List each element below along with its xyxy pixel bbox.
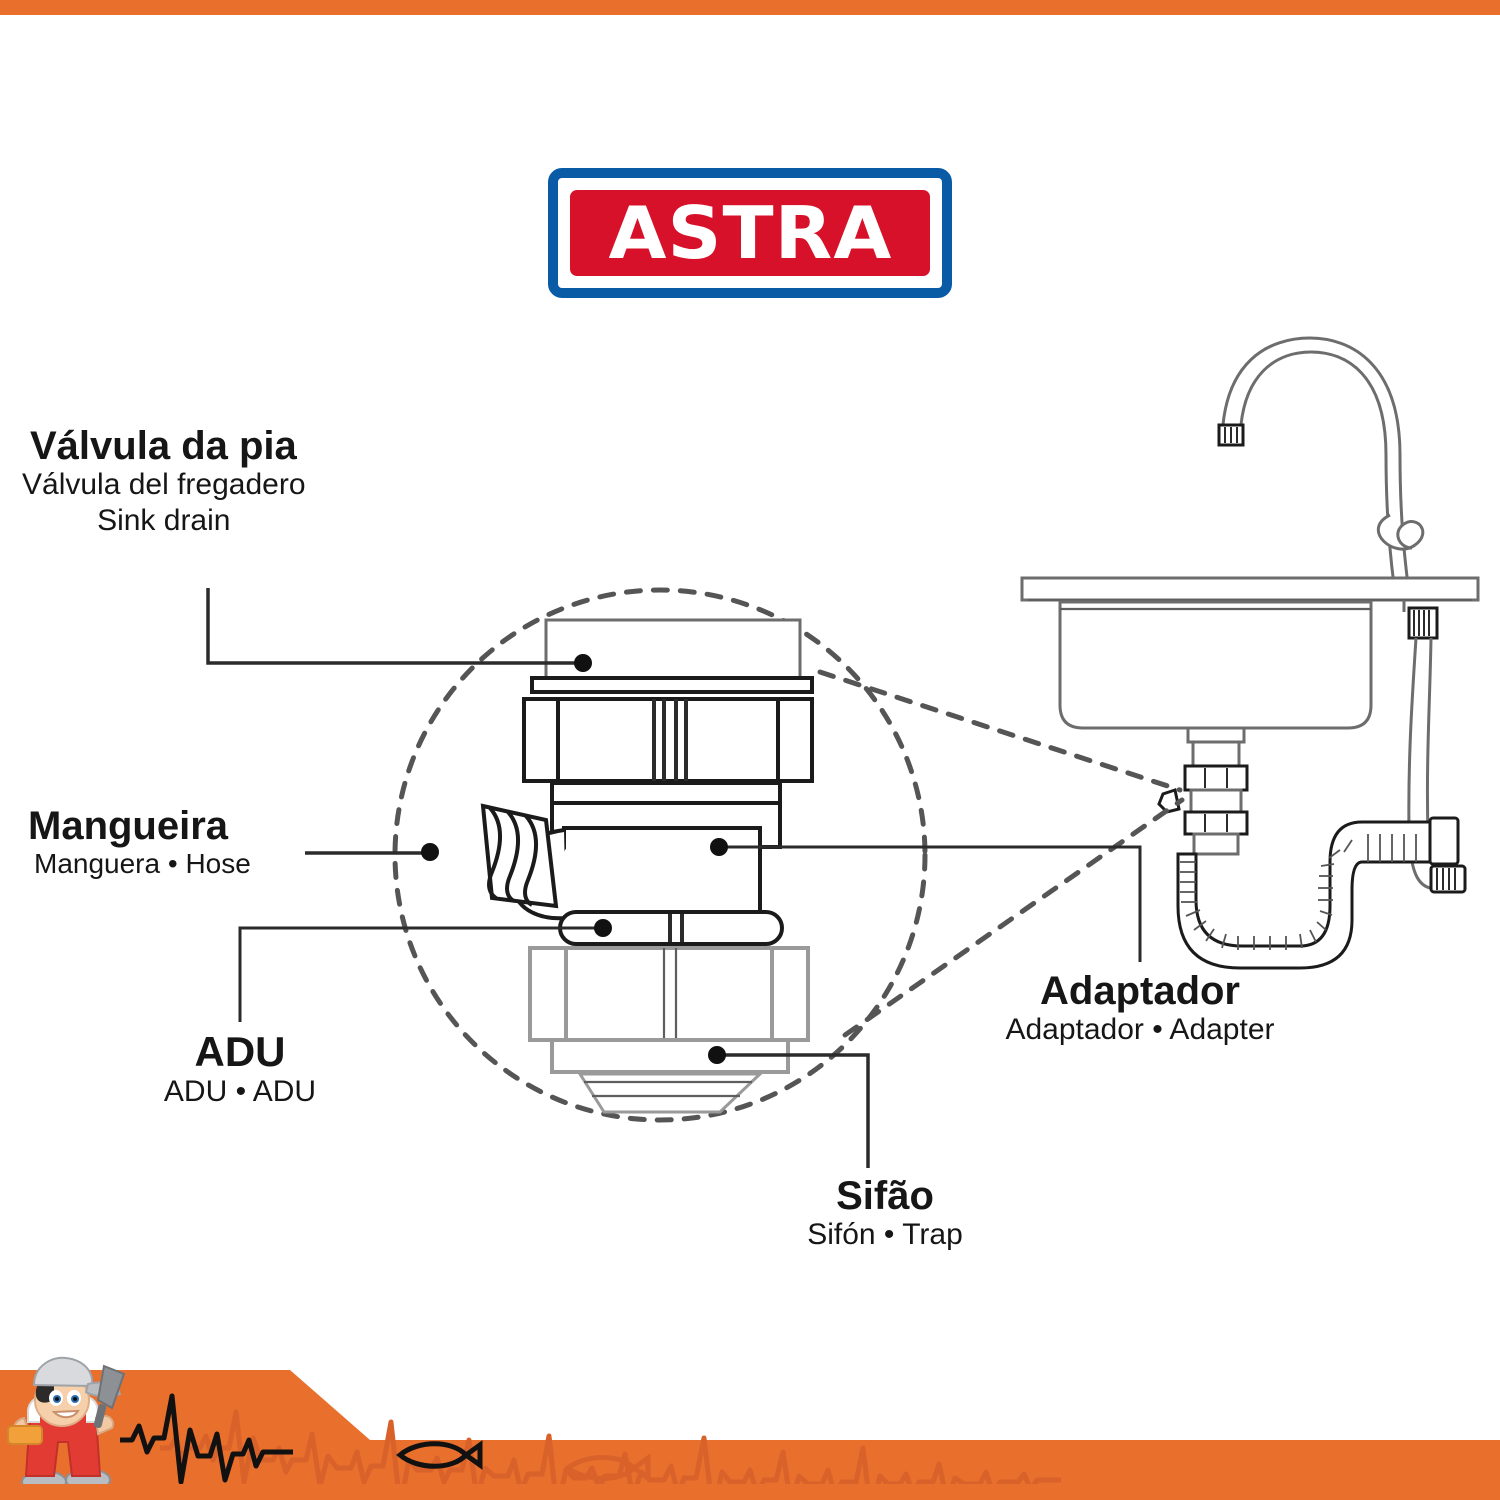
- part-sink-drain-valve: [530, 618, 814, 694]
- logo-inner-panel: ASTRA: [570, 190, 930, 276]
- leader-lines: [206, 588, 1142, 1168]
- label-sink-drain-en: Sink drain: [97, 504, 231, 537]
- footer-banner: [0, 1356, 1500, 1500]
- leader-adapter: [710, 838, 1142, 962]
- label-trap: Sifão Sifón • Trap: [740, 1175, 1030, 1253]
- bottom-accent-bar: [0, 1484, 1500, 1500]
- leader-sink-drain: [206, 588, 592, 672]
- label-trap-sub: Sifón • Trap: [807, 1218, 963, 1251]
- sink-illustration: [1020, 336, 1480, 894]
- label-adapter-sub: Adaptador • Adapter: [1005, 1013, 1275, 1046]
- label-adapter: Adaptador Adaptador • Adapter: [930, 970, 1350, 1048]
- label-hose: Mangueira Manguera • Hose: [28, 805, 251, 881]
- magnifier-connector-lines: [817, 669, 1185, 1038]
- label-adapter-pt: Adaptador: [1040, 969, 1240, 1013]
- logo-wordmark: ASTRA: [608, 191, 892, 275]
- label-adu: ADU ADU • ADU: [120, 1028, 360, 1110]
- label-hose-sub: Manguera • Hose: [34, 848, 251, 879]
- footer-fish-black: [396, 1440, 483, 1470]
- leader-trap: [708, 1046, 870, 1168]
- label-sink-drain: Válvula da pia Válvula del fregadero Sin…: [22, 424, 306, 539]
- label-trap-pt: Sifão: [836, 1174, 934, 1218]
- label-adu-pt: ADU: [194, 1028, 286, 1075]
- exploded-assembly: [480, 618, 814, 1114]
- magnifier-callout-circle: [392, 587, 928, 1123]
- part-trap-cone: [550, 1038, 790, 1114]
- label-sink-drain-es: Válvula del fregadero: [22, 468, 306, 501]
- part-adapter: [528, 946, 810, 1042]
- label-sink-drain-pt: Válvula da pia: [30, 424, 297, 468]
- flexible-trap: [1176, 816, 1460, 970]
- astra-logo: ASTRA: [548, 168, 952, 298]
- footer-fish-orange: [563, 1453, 651, 1483]
- supply-nut-ribs: [1413, 610, 1430, 636]
- leader-hose: [305, 843, 439, 861]
- label-hose-pt: Mangueira: [28, 804, 229, 848]
- top-accent-bar: [0, 0, 1500, 15]
- leader-adu: [238, 919, 612, 1022]
- part-hose: [480, 803, 559, 909]
- under-sink-drain-assembly: [1157, 726, 1460, 970]
- faucet-icon: [1217, 336, 1410, 586]
- footer-wave-black: [120, 1393, 293, 1485]
- part-lock-nut: [522, 697, 814, 783]
- label-adu-sub: ADU • ADU: [163, 1075, 317, 1109]
